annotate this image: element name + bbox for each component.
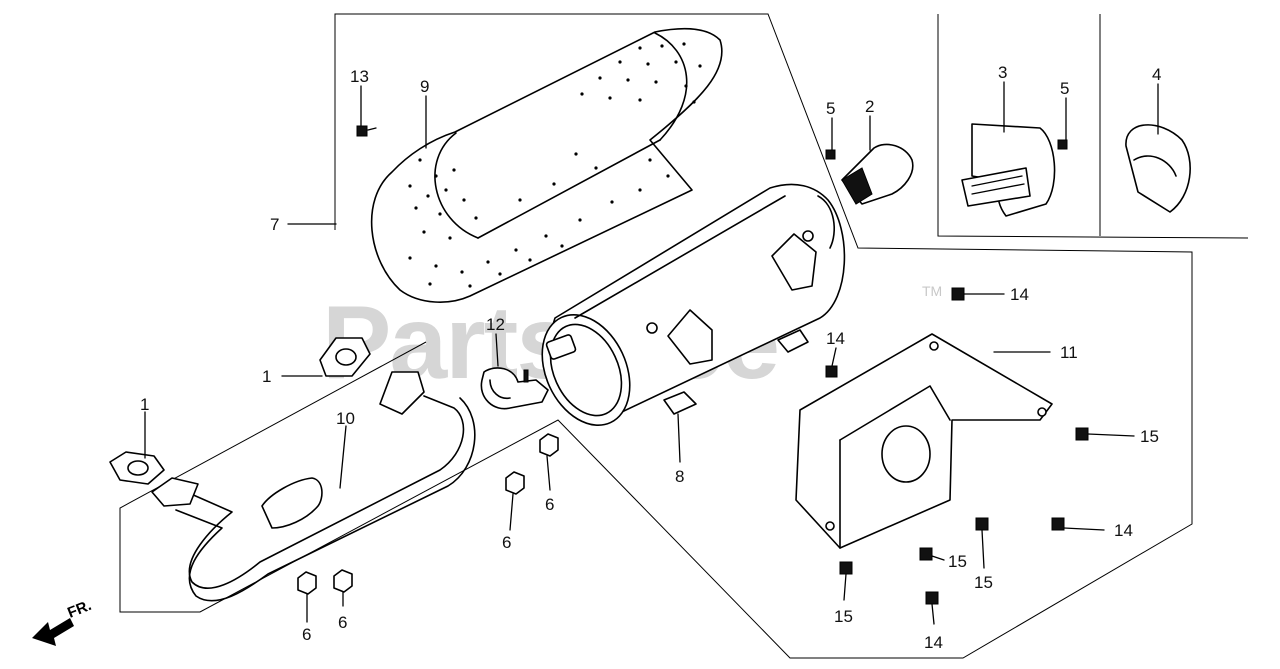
callout-5-left: 5 — [826, 99, 835, 118]
callout-11: 11 — [1060, 343, 1078, 362]
part-3-arrester-screen — [961, 123, 1056, 217]
part-1-gasket-left — [109, 451, 165, 485]
watermark-trademark: TM — [922, 283, 942, 299]
part-13-bolt — [356, 125, 377, 137]
part-4-cover — [1125, 124, 1191, 213]
callout-7: 7 — [270, 215, 279, 234]
part-12-clamp — [480, 367, 549, 410]
callout-6-a: 6 — [545, 495, 554, 514]
part-11-bracket — [795, 333, 1053, 549]
callout-14-b: 14 — [826, 329, 845, 348]
callout-5-right: 5 — [1060, 79, 1069, 98]
leader-lines — [144, 81, 1159, 625]
front-direction-indicator: FR. — [32, 597, 94, 646]
front-arrow-icon — [32, 618, 74, 646]
part-8-muffler — [541, 183, 846, 427]
callout-9: 9 — [420, 77, 429, 96]
callout-15-b: 15 — [974, 573, 993, 592]
callout-6-d: 6 — [338, 613, 347, 632]
part-14-bolts — [825, 287, 1065, 605]
part-15-bolts — [839, 427, 1089, 575]
callout-6-c: 6 — [302, 625, 311, 644]
callout-10: 10 — [336, 409, 355, 428]
callout-6-b: 6 — [502, 533, 511, 552]
part-1-gasket-upper — [319, 337, 371, 377]
callout-13: 13 — [350, 67, 369, 86]
callout-1-upper: 1 — [262, 367, 271, 386]
callout-2: 2 — [865, 97, 874, 116]
part-5-screws — [825, 139, 1068, 160]
callout-14-d: 14 — [924, 633, 943, 652]
callout-8: 8 — [675, 467, 684, 486]
callout-15-d: 15 — [834, 607, 853, 626]
callout-4: 4 — [1152, 65, 1161, 84]
callout-labels: 1 1 2 3 4 5 5 6 6 6 6 7 8 9 10 11 12 13 … — [140, 63, 1161, 652]
callout-1-left: 1 — [140, 395, 149, 414]
callout-14-a: 14 — [1010, 285, 1029, 304]
callout-14-c: 14 — [1114, 521, 1133, 540]
group-outline — [119, 13, 1249, 659]
callout-15-c: 15 — [948, 552, 967, 571]
front-label: FR. — [65, 597, 94, 622]
part-2-spark-arrester — [841, 143, 914, 205]
part-6-nuts — [297, 433, 559, 595]
callout-3: 3 — [998, 63, 1007, 82]
part-10-exhaust-pipe — [151, 371, 476, 602]
part-9-heat-shield — [370, 27, 723, 303]
callout-12: 12 — [486, 315, 505, 334]
callout-15-a: 15 — [1140, 427, 1159, 446]
